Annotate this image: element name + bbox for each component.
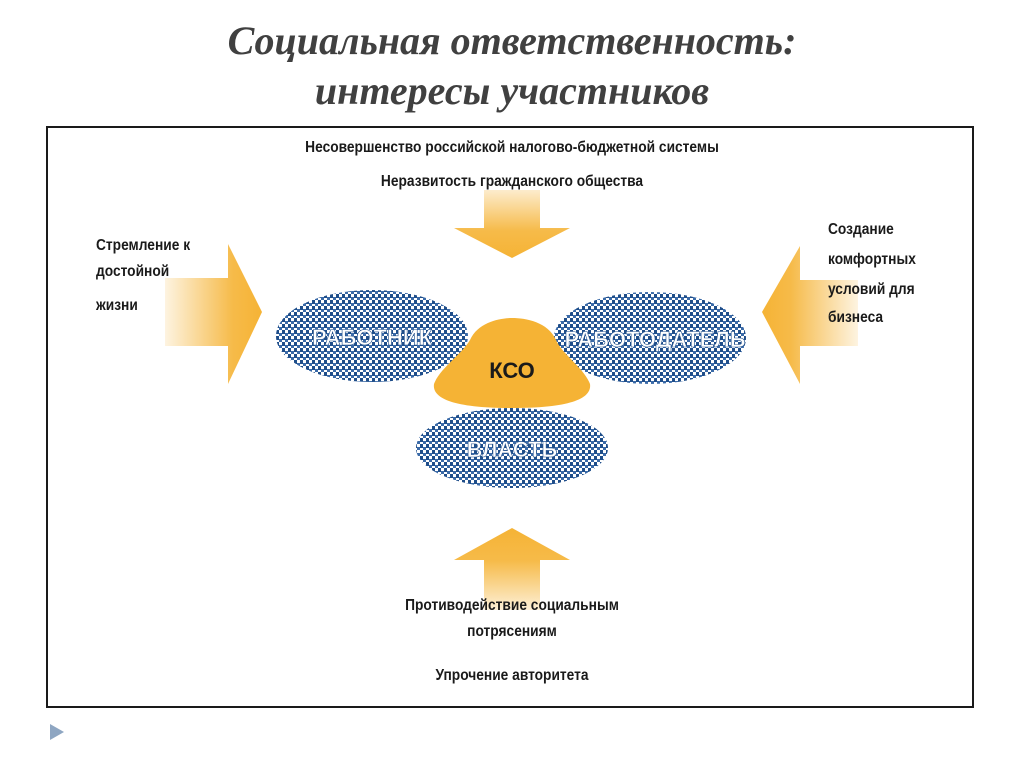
label-state: ВЛАСТЬ [467,437,558,462]
top-text-1: Несовершенство российской налогово-бюдже… [305,139,719,156]
triangle-right-icon[interactable] [48,722,66,742]
title-line-2: интересы участников [314,68,710,113]
ellipse-worker [276,290,468,382]
arrow-right-left [165,244,262,384]
bottom-text-1: Противодействие социальным [405,597,619,614]
arrow-up-bottom [454,528,570,610]
bottom-text-2: потрясениям [467,623,557,640]
label-employer: РАБОТОДАТЕЛЬ [564,327,745,352]
label-worker: РАБОТНИК [312,325,433,350]
right-text-4: бизнеса [828,309,884,326]
label-ksr: КСО [489,358,535,383]
slide-title: Социальная ответственность: интересы уча… [0,16,1024,116]
right-text-2: комфортных [828,251,916,268]
right-text-1: Создание [828,221,894,238]
top-text-2: Неразвитость гражданского общества [380,173,644,190]
bottom-text-3: Упрочение авторитета [435,667,589,684]
ellipse-state [416,408,608,488]
title-line-1: Социальная ответственность: [227,18,797,63]
left-text-1: Стремление к [96,237,191,254]
ellipse-employer [554,292,746,384]
arrow-left-right [762,246,858,384]
right-text-3: условий для [828,281,915,298]
center-blob [433,318,591,408]
arrow-down-top [454,190,570,258]
left-text-2: достойной [96,263,170,280]
left-text-3: жизни [96,297,138,314]
